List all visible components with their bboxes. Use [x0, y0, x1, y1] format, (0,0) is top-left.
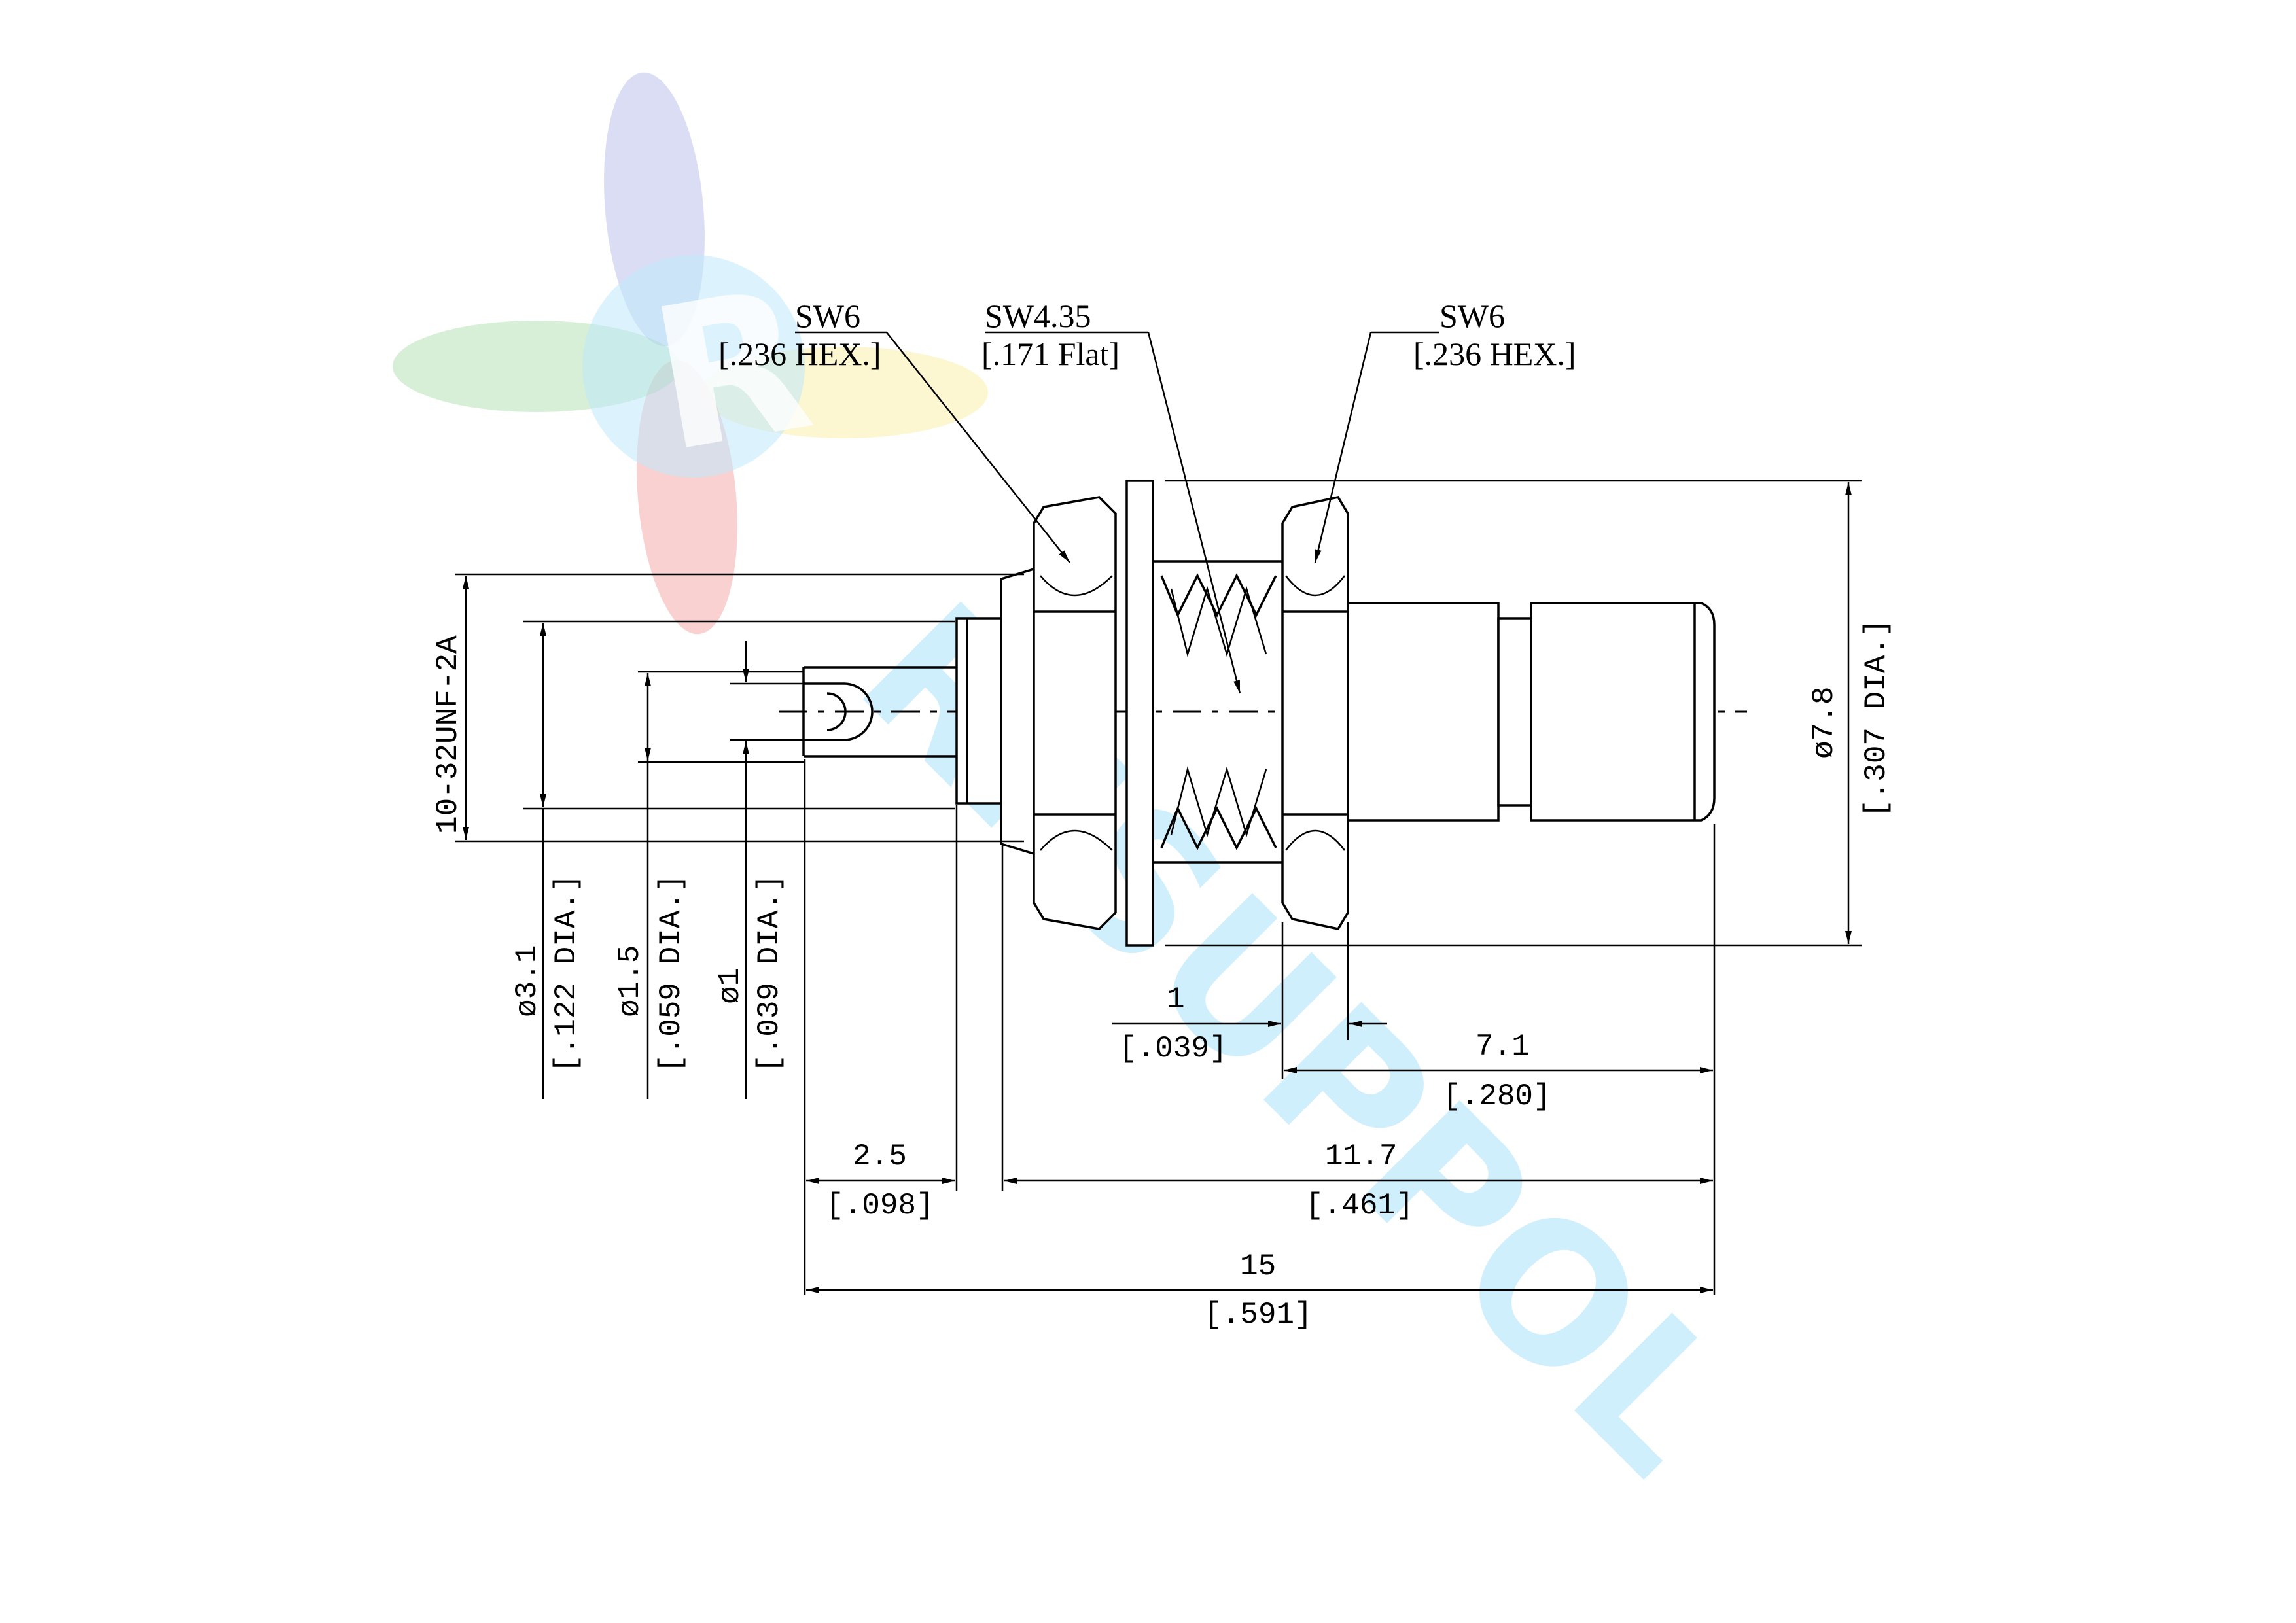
dim-thread-label: 10-32UNF-2A	[431, 635, 465, 834]
dim-len-15-imperial: [.591]	[1204, 1298, 1313, 1332]
left-washer	[1000, 567, 1035, 856]
dim-len-15: 15 [.591]	[806, 1249, 1713, 1332]
dim-dia-3-1: ø3.1 [.122 DIA.]	[510, 620, 955, 1099]
callout-flat-mid-leader	[1147, 332, 1241, 694]
dim-dia-7-8: ø7.8 [.307 DIA.]	[1165, 480, 1894, 947]
watermark-logo: R	[393, 72, 988, 635]
threaded-body	[1153, 560, 1282, 864]
dim-len-2-5: 2.5 [.098]	[806, 1140, 955, 1223]
dim-len-7-1: 7.1 [.280]	[1284, 1030, 1713, 1113]
dim-len-11-7: 11.7 [.461]	[1004, 1140, 1713, 1223]
dim-dia-7-8-imperial: [.307 DIA.]	[1860, 619, 1894, 818]
connector-body	[802, 480, 1716, 947]
callout-hex-right-size: SW6	[1439, 298, 1505, 334]
dim-len-1-metric: 1	[1167, 983, 1185, 1017]
dim-thread: 10-32UNF-2A	[431, 573, 1024, 843]
dim-len-1: 1 [.039]	[1112, 983, 1387, 1066]
dim-dia-7-8-metric: ø7.8	[1807, 687, 1841, 759]
dim-len-7-1-imperial: [.280]	[1443, 1079, 1551, 1113]
rear-sleeve	[1530, 602, 1716, 822]
dim-len-11-7-metric: 11.7	[1325, 1140, 1397, 1174]
left-hex-nut	[1033, 496, 1117, 930]
callout-hex-left-size: SW6	[795, 298, 860, 334]
callout-flat-mid-size: SW4.35	[985, 298, 1091, 334]
rear-body	[1347, 602, 1500, 822]
dim-dia-1-imperial: [.039 DIA.]	[752, 874, 786, 1073]
dim-len-1-imperial: [.039]	[1119, 1032, 1227, 1066]
callout-flat-mid-imperial: [.171 Flat]	[981, 336, 1120, 372]
callout-hex-left: SW6 [.236 HEX.]	[718, 298, 1070, 563]
callout-hex-left-leader	[886, 332, 1070, 563]
dim-dia-3-1-metric: ø3.1	[510, 945, 544, 1017]
pin-inner	[826, 692, 847, 731]
callout-hex-right-leader	[1314, 332, 1372, 563]
thread-section	[955, 617, 1002, 805]
panel-washer	[1125, 480, 1154, 947]
callout-hex-right-imperial: [.236 HEX.]	[1413, 336, 1576, 372]
dim-len-2-5-imperial: [.098]	[826, 1189, 934, 1223]
callout-hex-right: SW6 [.236 HEX.]	[1314, 298, 1576, 563]
dim-dia-1-metric: ø1	[713, 968, 747, 1004]
dim-len-15-metric: 15	[1240, 1249, 1276, 1283]
dim-len-11-7-imperial: [.461]	[1305, 1189, 1414, 1223]
callout-flat-mid: SW4.35 [.171 Flat]	[981, 298, 1241, 694]
callout-hex-left-imperial: [.236 HEX.]	[718, 336, 881, 372]
dim-dia-1-5-metric: ø1.5	[613, 945, 647, 1017]
dim-dia-1: ø1 [.039 DIA.]	[713, 641, 804, 1099]
dim-dia-1-5: ø1.5 [.059 DIA.]	[613, 671, 804, 1099]
dim-len-2-5-metric: 2.5	[853, 1140, 907, 1174]
dim-dia-3-1-imperial: [.122 DIA.]	[550, 874, 584, 1073]
dim-dia-1-5-imperial: [.059 DIA.]	[654, 874, 688, 1073]
right-hex-nut	[1281, 496, 1349, 930]
rear-groove	[1497, 617, 1532, 807]
dim-len-7-1-metric: 7.1	[1475, 1030, 1530, 1064]
pin-tip	[804, 682, 874, 741]
